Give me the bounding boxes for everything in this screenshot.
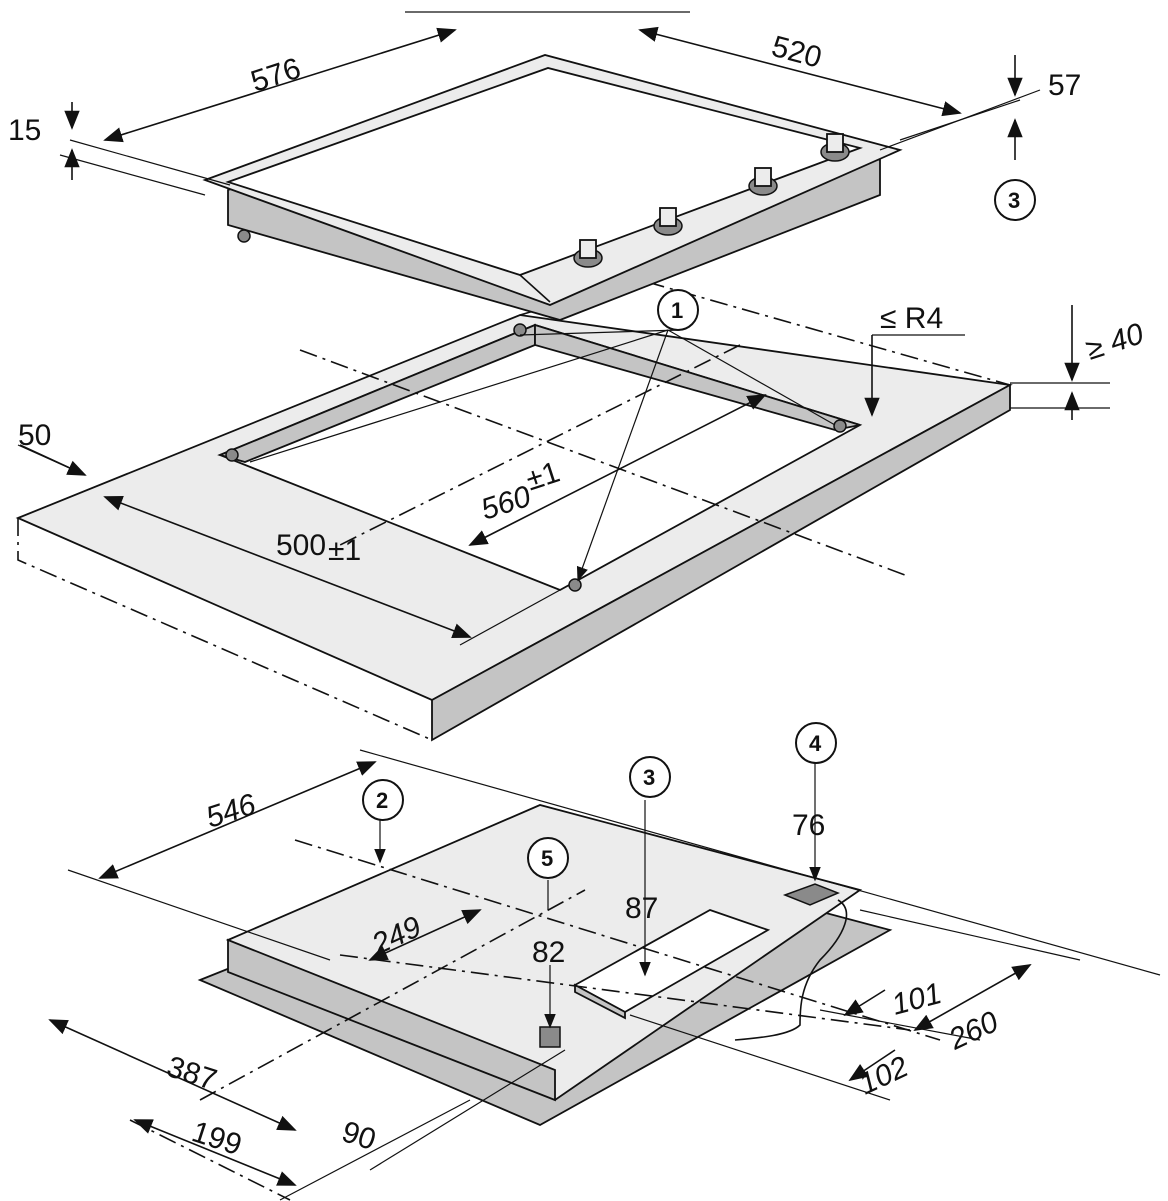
callout-2-label: 2 (376, 788, 388, 813)
dim-387: 387 (163, 1050, 221, 1097)
dim-82: 82 (532, 936, 565, 969)
control-knob (653, 207, 683, 236)
dim-15: 15 (8, 114, 41, 147)
hob-bottom-view: 546 249 87 82 76 101 260 102 387 199 90 … (48, 722, 1161, 1201)
callout-4 (795, 722, 837, 764)
callout-3-bottom-label: 3 (643, 765, 655, 790)
dim-546: 546 (202, 788, 260, 835)
dim-87: 87 (625, 892, 658, 925)
control-knob (820, 133, 850, 162)
control-knob (748, 167, 778, 196)
centre-line (339, 954, 911, 1031)
callout-5-label: 5 (541, 846, 553, 871)
dim-worktop-thickness: ≥ 40 (1082, 317, 1148, 366)
callout-3-top (994, 179, 1036, 221)
connector-block (782, 883, 840, 906)
worktop-open-edge (17, 518, 433, 741)
dim-520: 520 (768, 30, 825, 75)
cutout-dimensions: 50 560 ±1 500 ±1 ≤ R4 ≥ 40 1 (17, 289, 1148, 646)
clamp (513, 323, 527, 337)
dim-corner-radius: ≤ R4 (880, 302, 943, 335)
worktop-front-edge (431, 383, 1011, 742)
dim-576: 576 (247, 52, 305, 99)
callout-4-label: 4 (809, 731, 822, 756)
centre-line (294, 839, 941, 1041)
callout-2 (362, 779, 404, 821)
clamp (225, 448, 239, 462)
dim-500-tol: ±1 (328, 534, 361, 567)
hob-bottom-side (227, 938, 556, 1102)
hob-foot (237, 229, 251, 243)
dim-50: 50 (18, 419, 51, 452)
control-knob (573, 239, 603, 268)
dim-101: 101 (888, 977, 945, 1022)
callout-3-top-label: 3 (1008, 188, 1020, 213)
centre-line (129, 1119, 291, 1201)
callout-1-label: 1 (671, 298, 683, 323)
clamp (833, 419, 847, 433)
dim-102: 102 (854, 1050, 914, 1101)
dim-76: 76 (792, 809, 825, 842)
callout-3-bottom (629, 756, 671, 798)
callout-1 (657, 289, 699, 331)
dim-199: 199 (188, 1115, 246, 1162)
hob-foot (539, 1026, 561, 1048)
dim-500: 500 (276, 529, 326, 562)
clamp (568, 578, 582, 592)
callout-5 (527, 837, 569, 879)
dim-57: 57 (1048, 69, 1081, 102)
hob-top (202, 54, 903, 321)
dim-260: 260 (943, 1005, 1004, 1057)
